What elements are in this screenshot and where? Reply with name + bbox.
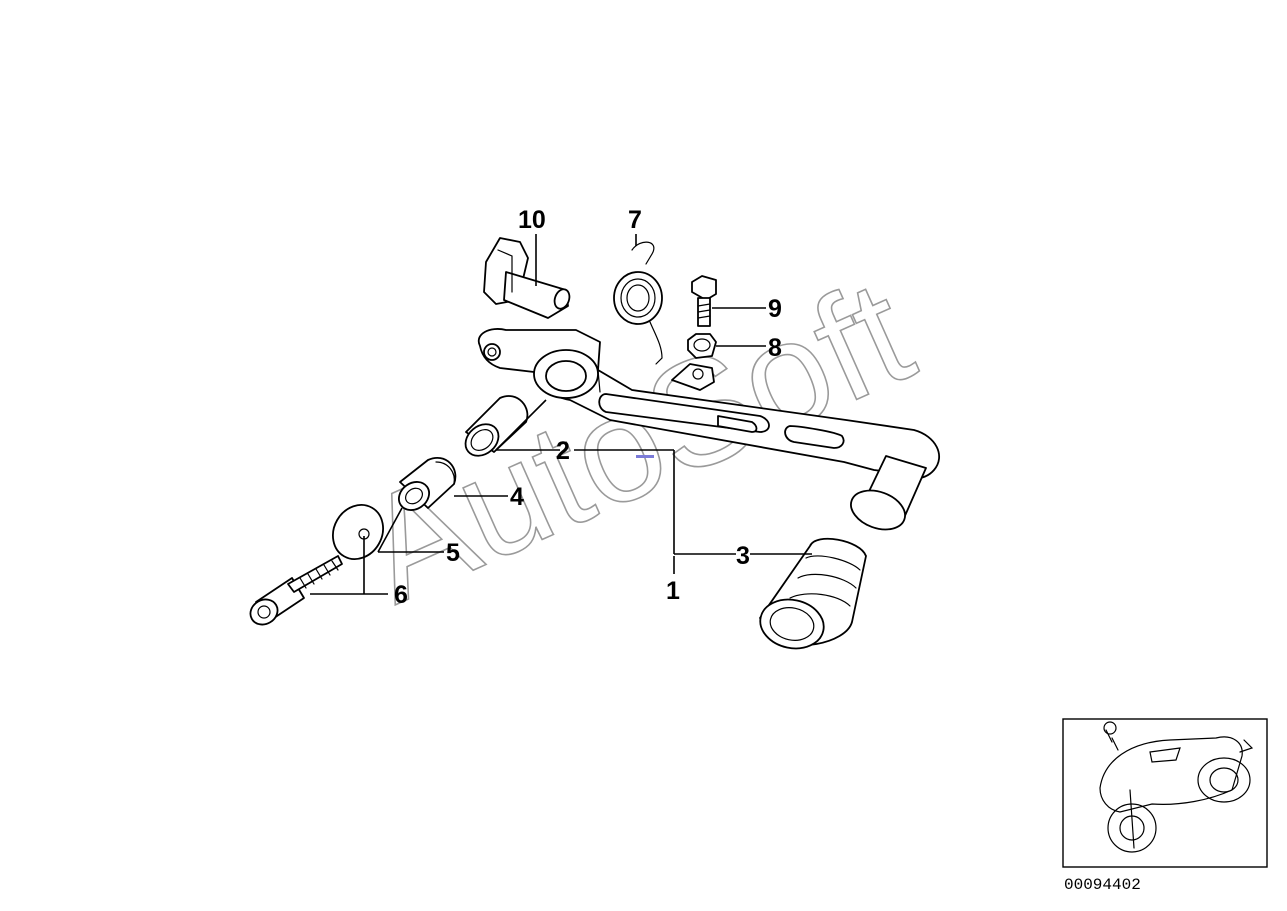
callout-4: 4 xyxy=(510,483,524,511)
motorcycle-thumbnail-icon xyxy=(1099,721,1254,853)
part-4-sleeve xyxy=(398,457,457,511)
callout-10: 10 xyxy=(518,206,546,234)
part-3-footpeg xyxy=(759,537,867,650)
callout-5: 5 xyxy=(446,539,460,567)
part-5-washer xyxy=(332,504,384,560)
callout-7: 7 xyxy=(628,206,642,234)
callout-8: 8 xyxy=(768,334,782,362)
lever-end-peg xyxy=(850,455,927,531)
callout-1: 1 xyxy=(666,577,680,605)
part-1-lever xyxy=(477,328,940,480)
leader-lines xyxy=(310,234,812,595)
part-10-clip-pin xyxy=(483,237,571,319)
callout-6: 6 xyxy=(394,581,408,609)
diagram-number: 00094402 xyxy=(1064,876,1141,894)
blue-marker xyxy=(636,455,654,458)
part-7-spring xyxy=(613,241,663,365)
motorcycle-inset xyxy=(1062,718,1268,868)
part-8-nut xyxy=(687,333,717,359)
part-6-screw xyxy=(249,555,343,626)
part-9-bolt xyxy=(691,275,717,327)
callout-3: 3 xyxy=(736,542,750,570)
callout-2: 2 xyxy=(556,437,570,465)
callout-9: 9 xyxy=(768,295,782,323)
part-2-bushing xyxy=(464,395,529,457)
